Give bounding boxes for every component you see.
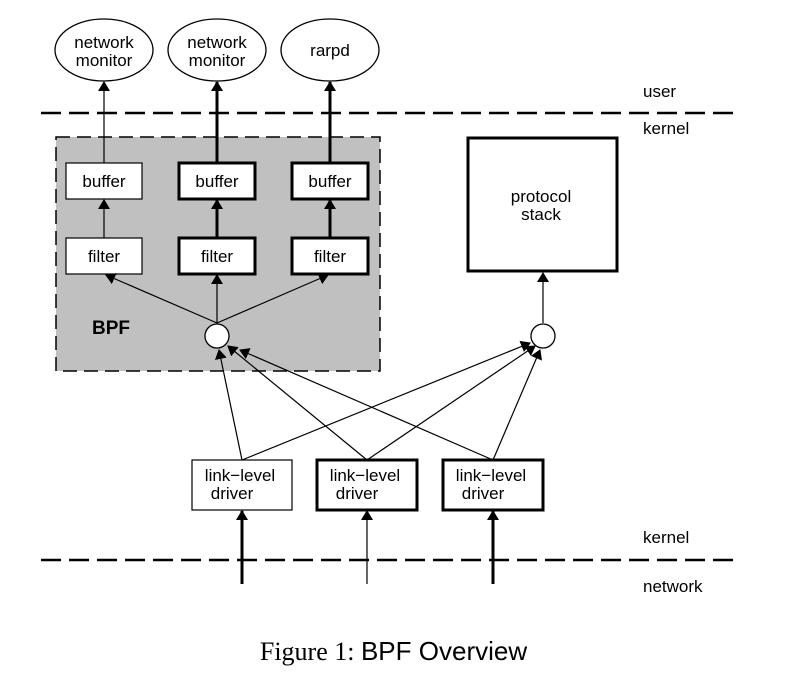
process-label: network xyxy=(187,33,247,52)
buffer-label: buffer xyxy=(308,172,352,191)
filter-2: filter xyxy=(177,236,257,276)
protocol-stack-label: stack xyxy=(521,205,561,224)
link-level-driver-1: link−level driver xyxy=(191,459,293,511)
process-label: monitor xyxy=(189,51,246,70)
filter-label: filter xyxy=(88,247,120,266)
driver-label: driver xyxy=(211,484,254,503)
boundary-label-network: network xyxy=(643,577,703,596)
arrow-driver1-to-stack-tap xyxy=(241,340,531,461)
bpf-tap-point xyxy=(204,323,230,349)
caption-number: Figure 1: xyxy=(259,637,355,666)
buffer-label: buffer xyxy=(82,172,126,191)
bpf-diagram: BPF user kernel kernel network network m… xyxy=(41,18,740,596)
arrow-driver3-to-bpf-tap xyxy=(239,348,494,461)
arrow-driver2-to-stack-tap xyxy=(366,345,536,461)
driver-label: link−level xyxy=(205,466,275,485)
process-label: rarpd xyxy=(310,41,350,60)
process-label: monitor xyxy=(76,51,133,70)
boundary-label-kernel-bottom: kernel xyxy=(643,528,689,547)
arrow-tap-to-filter1 xyxy=(105,273,218,324)
arrow-driver1-to-bpf-tap xyxy=(214,349,243,461)
filter-label: filter xyxy=(201,247,233,266)
user-process-network-monitor-2: network monitor xyxy=(167,18,267,82)
buffer-label: buffer xyxy=(195,172,239,191)
bpf-label: BPF xyxy=(92,318,130,339)
driver-label: driver xyxy=(336,484,379,503)
driver-label: link−level xyxy=(456,466,526,485)
link-level-driver-2: link−level driver xyxy=(315,458,419,512)
link-level-driver-3: link−level driver xyxy=(441,458,545,512)
arrow-driver3-to-stack-tap xyxy=(492,349,542,461)
boundary-label-kernel-top: kernel xyxy=(643,119,689,138)
filter-3: filter xyxy=(290,236,370,276)
arrow-driver2-to-bpf-tap xyxy=(227,345,368,461)
arrow-tap-to-filter3 xyxy=(216,273,329,324)
driver-label: link−level xyxy=(330,466,400,485)
user-process-rarpd: rarpd xyxy=(280,18,380,82)
boundary-label-user: user xyxy=(643,82,676,101)
driver-label: driver xyxy=(462,484,505,503)
filter-label: filter xyxy=(314,247,346,266)
protocol-stack-label: protocol xyxy=(511,187,571,206)
process-label: network xyxy=(74,33,134,52)
figure-caption: Figure 1: BPF Overview xyxy=(0,636,787,667)
buffer-3: buffer xyxy=(290,161,370,201)
protocol-stack: protocol stack xyxy=(466,136,619,273)
user-process-network-monitor-1: network monitor xyxy=(54,18,154,82)
caption-title: BPF Overview xyxy=(360,636,528,666)
protocol-tap-point xyxy=(530,323,556,349)
buffer-1: buffer xyxy=(65,162,143,200)
filter-1: filter xyxy=(65,237,143,275)
buffer-2: buffer xyxy=(177,161,257,201)
